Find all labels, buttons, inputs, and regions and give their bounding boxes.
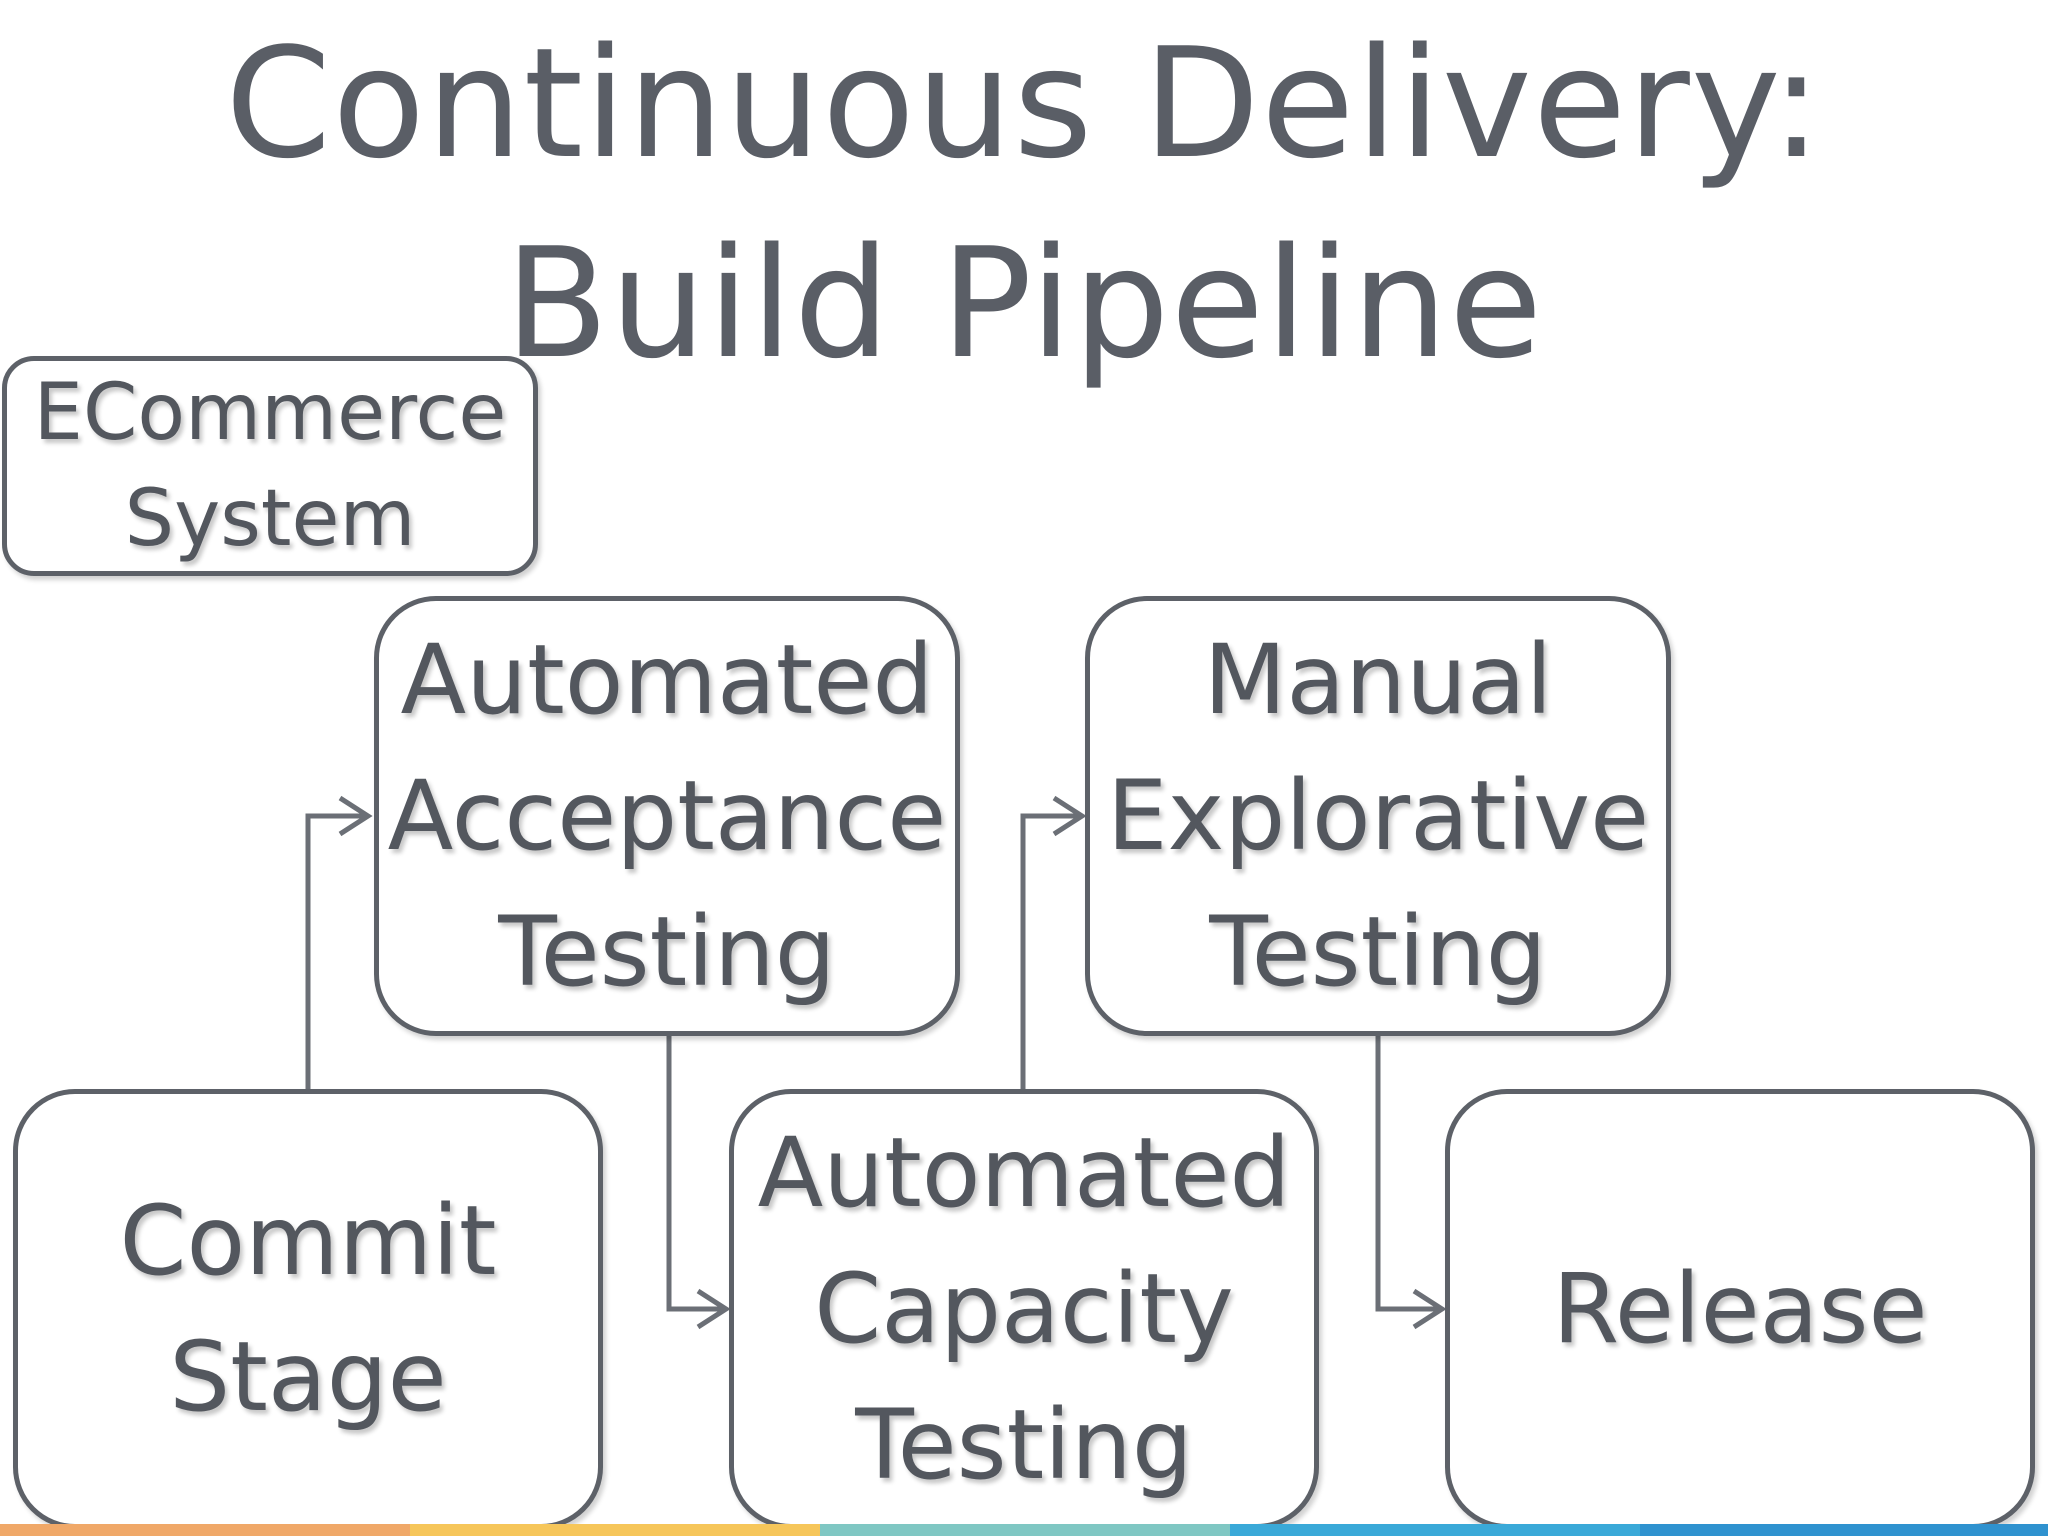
stage-release: Release — [1445, 1089, 2035, 1529]
system-tag-line-2: System — [124, 474, 416, 564]
arrow-manual-to-release — [1375, 1036, 1442, 1312]
stage-commit: Commit Stage — [13, 1089, 603, 1529]
stage-manual-explorative-testing: Manual Explorative Testing — [1085, 596, 1671, 1036]
arrow-manual-to-release-head — [1412, 1288, 1447, 1330]
capacity-line-1: Automated — [757, 1117, 1291, 1229]
capacity-line-2: Capacity — [814, 1253, 1234, 1365]
arrow-capacity-to-manual — [1020, 813, 1082, 1089]
acceptance-line-1: Automated — [400, 624, 934, 736]
title-line-1: Continuous Delivery: — [225, 15, 1823, 192]
arrow-acceptance-to-capacity-head — [696, 1288, 731, 1330]
acceptance-line-2: Acceptance — [387, 760, 947, 872]
footer-stripe-2 — [410, 1524, 820, 1536]
release-line-1: Release — [1552, 1253, 1928, 1365]
manual-line-1: Manual — [1203, 624, 1553, 736]
stage-automated-acceptance-testing: Automated Acceptance Testing — [374, 596, 960, 1036]
system-tag-line-1: ECommerce — [33, 368, 507, 458]
arrow-acceptance-to-capacity — [666, 1036, 726, 1312]
footer-stripe-5 — [1640, 1524, 2048, 1536]
stage-automated-capacity-testing: Automated Capacity Testing — [729, 1089, 1319, 1529]
acceptance-line-3: Testing — [498, 896, 836, 1008]
ecommerce-system-tag: ECommerce System — [2, 356, 538, 576]
commit-line-1: Commit — [119, 1185, 497, 1297]
capacity-line-3: Testing — [855, 1389, 1193, 1501]
footer-stripe-3 — [820, 1524, 1230, 1536]
manual-line-3: Testing — [1209, 896, 1547, 1008]
footer-stripe-4 — [1230, 1524, 1640, 1536]
arrow-capacity-to-manual-head — [1052, 795, 1087, 837]
footer-stripe-1 — [0, 1524, 410, 1536]
manual-line-2: Explorative — [1106, 760, 1650, 872]
arrow-commit-to-acceptance — [305, 813, 368, 1089]
commit-line-2: Stage — [169, 1321, 447, 1433]
arrow-commit-to-acceptance-head — [338, 795, 373, 837]
title-line-2: Build Pipeline — [504, 215, 1544, 392]
